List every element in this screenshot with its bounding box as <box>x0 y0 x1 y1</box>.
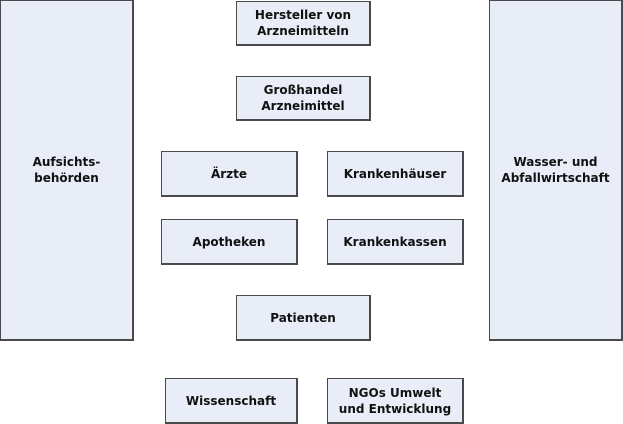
label: Krankenkassen <box>343 234 447 249</box>
box-aerzte: Ärzte <box>161 151 298 197</box>
label: Krankenhäuser <box>343 166 447 181</box>
box-aufsichtsbehoerden: Aufsichts- behörden <box>0 0 134 341</box>
box-patienten: Patienten <box>236 295 371 341</box>
label: Ärzte <box>210 166 248 181</box>
box-krankenhaeuser: Krankenhäuser <box>327 151 464 197</box>
box-krankenkassen: Krankenkassen <box>327 219 464 265</box>
label: Wissenschaft <box>185 393 277 408</box>
box-hersteller: Hersteller von Arzneimitteln <box>236 1 371 46</box>
label: Aufsichts- behörden <box>32 155 101 185</box>
box-wasser-abfallwirtschaft: Wasser- und Abfallwirtschaft <box>489 0 623 341</box>
label: Patienten <box>270 310 336 325</box>
box-grosshandel: Großhandel Arzneimittel <box>236 76 371 121</box>
label: NGOs Umwelt und Entwicklung <box>338 385 452 416</box>
label: Hersteller von Arzneimitteln <box>254 8 352 38</box>
box-wissenschaft: Wissenschaft <box>165 378 298 424</box>
box-ngos: NGOs Umwelt und Entwicklung <box>327 378 464 424</box>
label: Großhandel Arzneimittel <box>261 83 345 113</box>
label: Apotheken <box>192 234 266 249</box>
label: Wasser- und Abfallwirtschaft <box>501 155 610 185</box>
box-apotheken: Apotheken <box>161 219 298 265</box>
